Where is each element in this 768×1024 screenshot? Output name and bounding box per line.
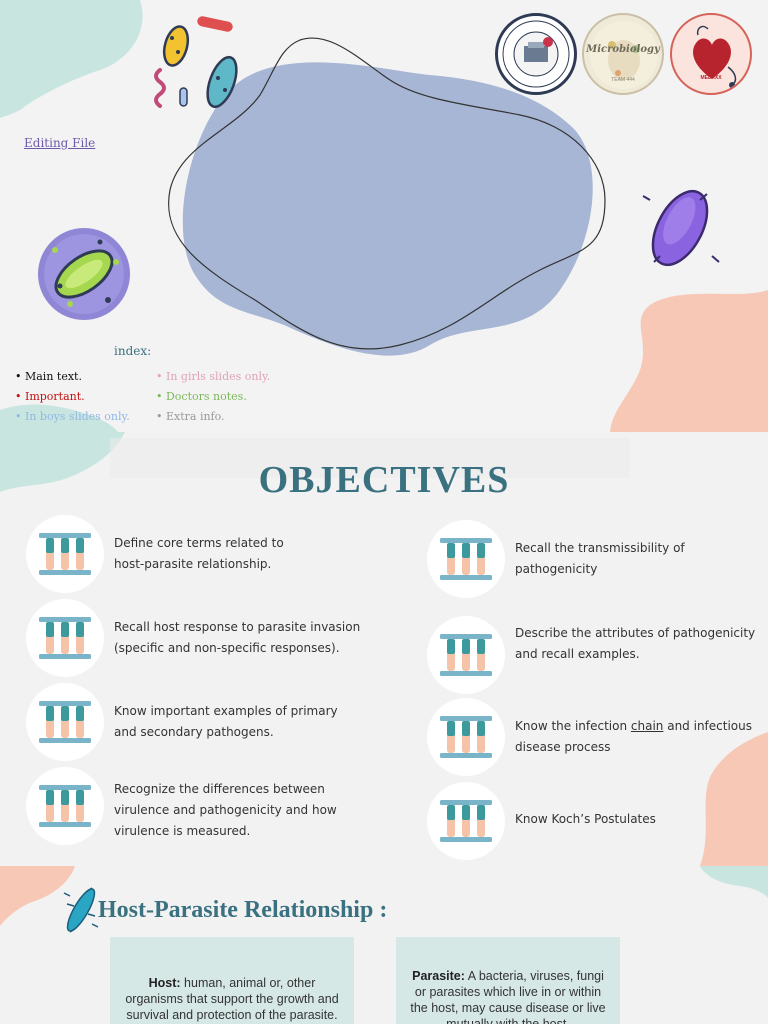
blue-center-blob (182, 62, 593, 356)
objective-icon (427, 520, 505, 598)
objective-line: (specific and non-specific responses). (114, 641, 340, 655)
objective-line: disease process (515, 740, 611, 754)
objective-line: host-parasite relationship. (114, 557, 272, 571)
objective-right-4: Know Koch’s Postulates (515, 809, 656, 830)
test-tube-rack-icon (39, 617, 91, 659)
legend-important: • Important. (15, 390, 85, 403)
test-tube-rack-icon (440, 716, 492, 758)
editing-file-link[interactable]: Editing File (24, 136, 96, 150)
blob-outline (168, 37, 606, 350)
objective-right-3: Know the infection chain and infectious … (515, 716, 752, 758)
objective-text: and infectious (663, 719, 752, 733)
host-definition: human, animal or, other organisms that s… (125, 976, 339, 1022)
objective-line: Recall host response to parasite invasio… (114, 620, 361, 634)
host-parasite-decorations (0, 866, 768, 933)
objective-icon (427, 698, 505, 776)
mint-blob-top-right (700, 866, 768, 898)
microbiology-logo-text: Microbiology (586, 44, 660, 55)
heart-team-logo: MEDXXX (670, 13, 752, 95)
mint-blob-top-left (0, 432, 125, 492)
objective-left-1: Define core terms related to host-parasi… (114, 533, 284, 575)
objective-right-1: Recall the transmissibility of pathogeni… (515, 538, 685, 580)
test-tube-rack-icon (440, 800, 492, 842)
objective-line: Describe the attributes of pathogenicity (515, 626, 756, 640)
test-tube-rack-icon (440, 634, 492, 676)
host-term: Host: (148, 976, 181, 990)
chain-link[interactable]: chain (630, 719, 664, 733)
objective-icon (427, 782, 505, 860)
bacillus-icon (63, 887, 99, 933)
parasite-definition: A bacteria, viruses, fungi or parasites … (410, 969, 606, 1024)
objective-icon (26, 599, 104, 677)
test-tube-rack-icon (39, 701, 91, 743)
objective-line: Know the infection chain and infectious (515, 716, 752, 737)
parasite-definition-card: Parasite: A bacteria, viruses, fungi or … (396, 937, 620, 1024)
objective-line: Recall the transmissibility of (515, 541, 685, 555)
objectives-slide: OBJECTIVES Define core terms related to … (0, 432, 768, 866)
objective-icon (26, 767, 104, 845)
peach-blob-bottom-right (610, 290, 768, 432)
objective-line: Know Koch’s Postulates (515, 812, 656, 826)
mint-blob-bottom-left (0, 404, 118, 432)
host-parasite-slide: Host-Parasite Relationship : Host: human… (0, 866, 768, 1024)
heart-logo-text: MEDXXX (700, 75, 722, 81)
objectives-title: OBJECTIVES (258, 459, 510, 501)
objective-line: and recall examples. (515, 647, 640, 661)
peach-blob-top-left (0, 866, 75, 926)
objective-right-2: Describe the attributes of pathogenicity… (515, 623, 755, 665)
objective-line: Know important examples of primary (114, 704, 338, 718)
microbiology-logo-subtext: TEAM 444 (611, 77, 635, 83)
objective-icon (26, 683, 104, 761)
test-tube-rack-icon (39, 533, 91, 575)
objective-line: virulence is measured. (114, 824, 251, 838)
objective-line: pathogenicity (515, 562, 598, 576)
host-definition-card: Host: human, animal or, other organisms … (110, 937, 354, 1024)
objectives-decorations (0, 432, 768, 866)
host-parasite-title: Host-Parasite Relationship : (98, 897, 388, 923)
legend-boys-only: • In boys slides only. (15, 410, 130, 423)
objective-line: and secondary pathogens. (114, 725, 274, 739)
legend-extra-info: • Extra info. (156, 410, 225, 423)
bacteria-cluster-icon (154, 16, 238, 109)
university-seal-logo (495, 13, 577, 95)
test-tube-rack-icon (39, 785, 91, 827)
legend-main-text: • Main text. (15, 370, 82, 383)
legend-doctors-notes: • Doctors notes. (156, 390, 247, 403)
cover-decorations (0, 0, 768, 432)
objective-icon (26, 515, 104, 593)
microbiology-team-logo: Microbiology TEAM 444 (582, 13, 664, 95)
objective-left-3: Know important examples of primary and s… (114, 701, 338, 743)
peach-blob-right (700, 732, 768, 866)
index-heading: index: (114, 344, 152, 358)
objective-line: Recognize the differences between (114, 782, 325, 796)
legend-girls-only: • In girls slides only. (156, 370, 271, 383)
objective-line: Define core terms related to (114, 536, 284, 550)
objective-text: Know the infection (515, 719, 631, 733)
virus-bacterium-icon (38, 228, 130, 320)
mint-blob-top-left (0, 0, 143, 118)
test-tube-rack-icon (440, 538, 492, 580)
objective-left-4: Recognize the differences between virule… (114, 779, 337, 842)
objective-line: virulence and pathogenicity and how (114, 803, 337, 817)
purple-bacterium-icon (642, 189, 720, 267)
objective-left-2: Recall host response to parasite invasio… (114, 617, 360, 659)
objective-icon (427, 616, 505, 694)
parasite-term: Parasite: (412, 969, 465, 983)
cover-slide: Microbiology TEAM 444 MEDXXX Editing Fil… (0, 0, 768, 432)
